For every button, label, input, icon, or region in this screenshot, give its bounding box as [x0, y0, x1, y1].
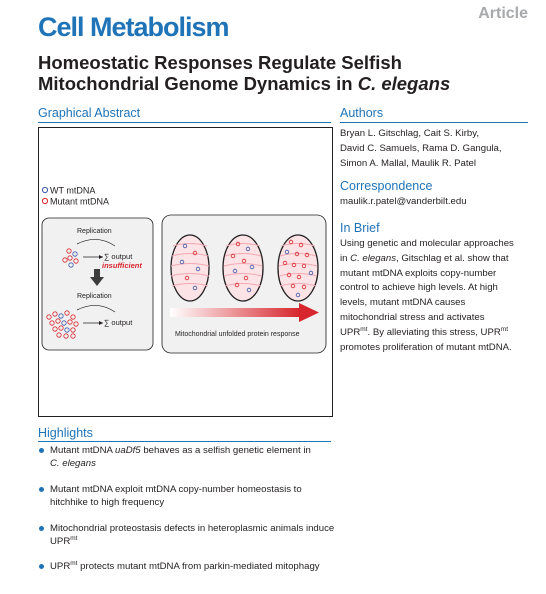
in-brief-line-2a: in [340, 252, 351, 264]
in-brief-species: C. elegans [350, 252, 397, 264]
legend-mutant-label: Mutant mtDNA [50, 197, 109, 207]
author-line-2: David C. Samuels, Rama D. Gangula, [340, 142, 502, 154]
in-brief-line-1: Using genetic and molecular approaches [340, 238, 514, 249]
bullet-icon [39, 564, 44, 570]
legend-wt-dot [41, 186, 49, 194]
highlights-heading: Highlights [38, 426, 93, 440]
highlight-1-species: C. elegans [50, 458, 96, 470]
highlight-4-upr: UPR [50, 561, 71, 573]
article-title: Homeostatic Responses Regulate Selfish M… [38, 52, 518, 94]
in-brief-line-3: mutant mtDNA exploits copy-number [340, 267, 497, 279]
replication-arrow-1 [76, 239, 116, 247]
in-brief-text: Using genetic and molecular approaches i… [340, 237, 514, 355]
highlight-3-text: Mitochondrial proteostasis defects in he… [50, 522, 335, 548]
correspondence-email[interactable]: maulik.r.patel@vanderbilt.edu [340, 196, 467, 207]
down-arrow-shaft [94, 269, 100, 277]
replication-label-2: Replication [77, 293, 112, 300]
highlight-4-text: protects mutant mtDNA from parkin-mediat… [77, 561, 320, 573]
bullet-icon [39, 486, 44, 492]
in-brief-upr-1: UPR [340, 326, 361, 338]
in-brief-upr-sup-1: mt [360, 325, 368, 333]
mtdna-cluster-small [62, 248, 79, 268]
highlight-item-3: Mitochondrial proteostasis defects in he… [38, 522, 338, 549]
graphical-abstract-rule [38, 122, 331, 123]
mitochondrion-low [170, 234, 210, 302]
in-brief-upr-sup-2: mt [500, 325, 509, 333]
title-line-2-text: Mitochondrial Genome Dynamics in [38, 73, 358, 94]
upr-arrow-shaft [170, 308, 300, 317]
graphical-abstract-figure: WT mtDNA Mutant mtDNA Replication ∑ outp… [38, 127, 333, 417]
legend-mutant-dot [41, 197, 49, 205]
upr-label: Mitochondrial unfolded protein response [175, 331, 300, 338]
authors-heading: Authors [340, 106, 384, 120]
title-species: C. elegans [357, 73, 451, 94]
title-line-1: Homeostatic Responses Regulate Selfish [38, 52, 402, 73]
highlights-rule [38, 441, 331, 442]
upr-arrow-head [299, 303, 319, 322]
highlight-4-sup: mt [70, 560, 78, 568]
highlight-1-allele: uaDf5 [115, 445, 141, 456]
sum-output-1: ∑ output [104, 252, 133, 261]
output-arrowhead-2 [99, 321, 103, 325]
mitochondrion-high [277, 234, 319, 302]
in-brief-line-2: in C. elegans, Gitschlag et al. show tha… [340, 252, 514, 267]
in-brief-line-4: control to achieve high levels. At high [340, 282, 498, 294]
author-line-3: Simon A. Mallal, Maulik R. Patel [340, 157, 476, 169]
in-brief-line-5: levels, mutant mtDNA causes [340, 297, 466, 309]
insufficient-label: insufficient [102, 261, 142, 270]
journal-name: Cell Metabolism [38, 12, 230, 42]
graphical-abstract-heading: Graphical Abstract [38, 106, 141, 120]
mitochondrion-mid [222, 234, 264, 302]
replication-arrow-2 [76, 305, 116, 313]
replication-label-1: Replication [77, 228, 112, 235]
title-line-2: Mitochondrial Genome Dynamics in C. eleg… [38, 73, 518, 94]
bullet-icon [39, 525, 44, 531]
in-brief-line-7: UPRmt. By alleviating this stress, UPRmt [340, 326, 514, 341]
article-type-tag: Article [478, 5, 528, 22]
highlight-item-1: Mutant mtDNA uaDf5 behaves as a selfish … [38, 444, 338, 471]
highlights-list: Mutant mtDNA uaDf5 behaves as a selfish … [38, 442, 338, 586]
down-arrow-head [90, 277, 104, 286]
in-brief-line-7b: . By alleviating this stress, UPR [367, 326, 501, 338]
in-brief-line-6: mitochondrial stress and activates [340, 311, 485, 323]
in-brief-line-2b: , Gitschlag et al. show that [396, 252, 509, 264]
highlight-item-4: UPRmt protects mutant mtDNA from parkin-… [38, 560, 338, 573]
in-brief-line-8: promotes proliferation of mutant mtDNA. [340, 341, 512, 353]
highlight-item-2: Mutant mtDNA exploit mtDNA copy-number h… [38, 483, 338, 510]
bullet-icon [39, 448, 44, 453]
highlight-1-text-a: Mutant mtDNA [50, 445, 116, 456]
sum-output-2: ∑ output [104, 318, 133, 327]
author-line-1: Bryan L. Gitschlag, Cait S. Kirby, [340, 128, 479, 139]
highlight-3-sup: mt [70, 535, 78, 543]
author-list: Bryan L. Gitschlag, Cait S. Kirby, David… [340, 127, 502, 171]
highlight-1-text-b: behaves as a selfish genetic element in [140, 445, 311, 456]
correspondence-heading: Correspondence [340, 179, 433, 193]
highlight-2-text: Mutant mtDNA exploit mtDNA copy-number h… [50, 483, 302, 509]
graphical-abstract-svg: WT mtDNA Mutant mtDNA Replication ∑ outp… [41, 186, 327, 354]
mtdna-cluster-large [46, 310, 79, 339]
authors-rule [340, 122, 528, 123]
output-arrowhead-1 [99, 255, 103, 259]
in-brief-heading: In Brief [340, 221, 380, 235]
legend-wt-label: WT mtDNA [50, 186, 95, 196]
